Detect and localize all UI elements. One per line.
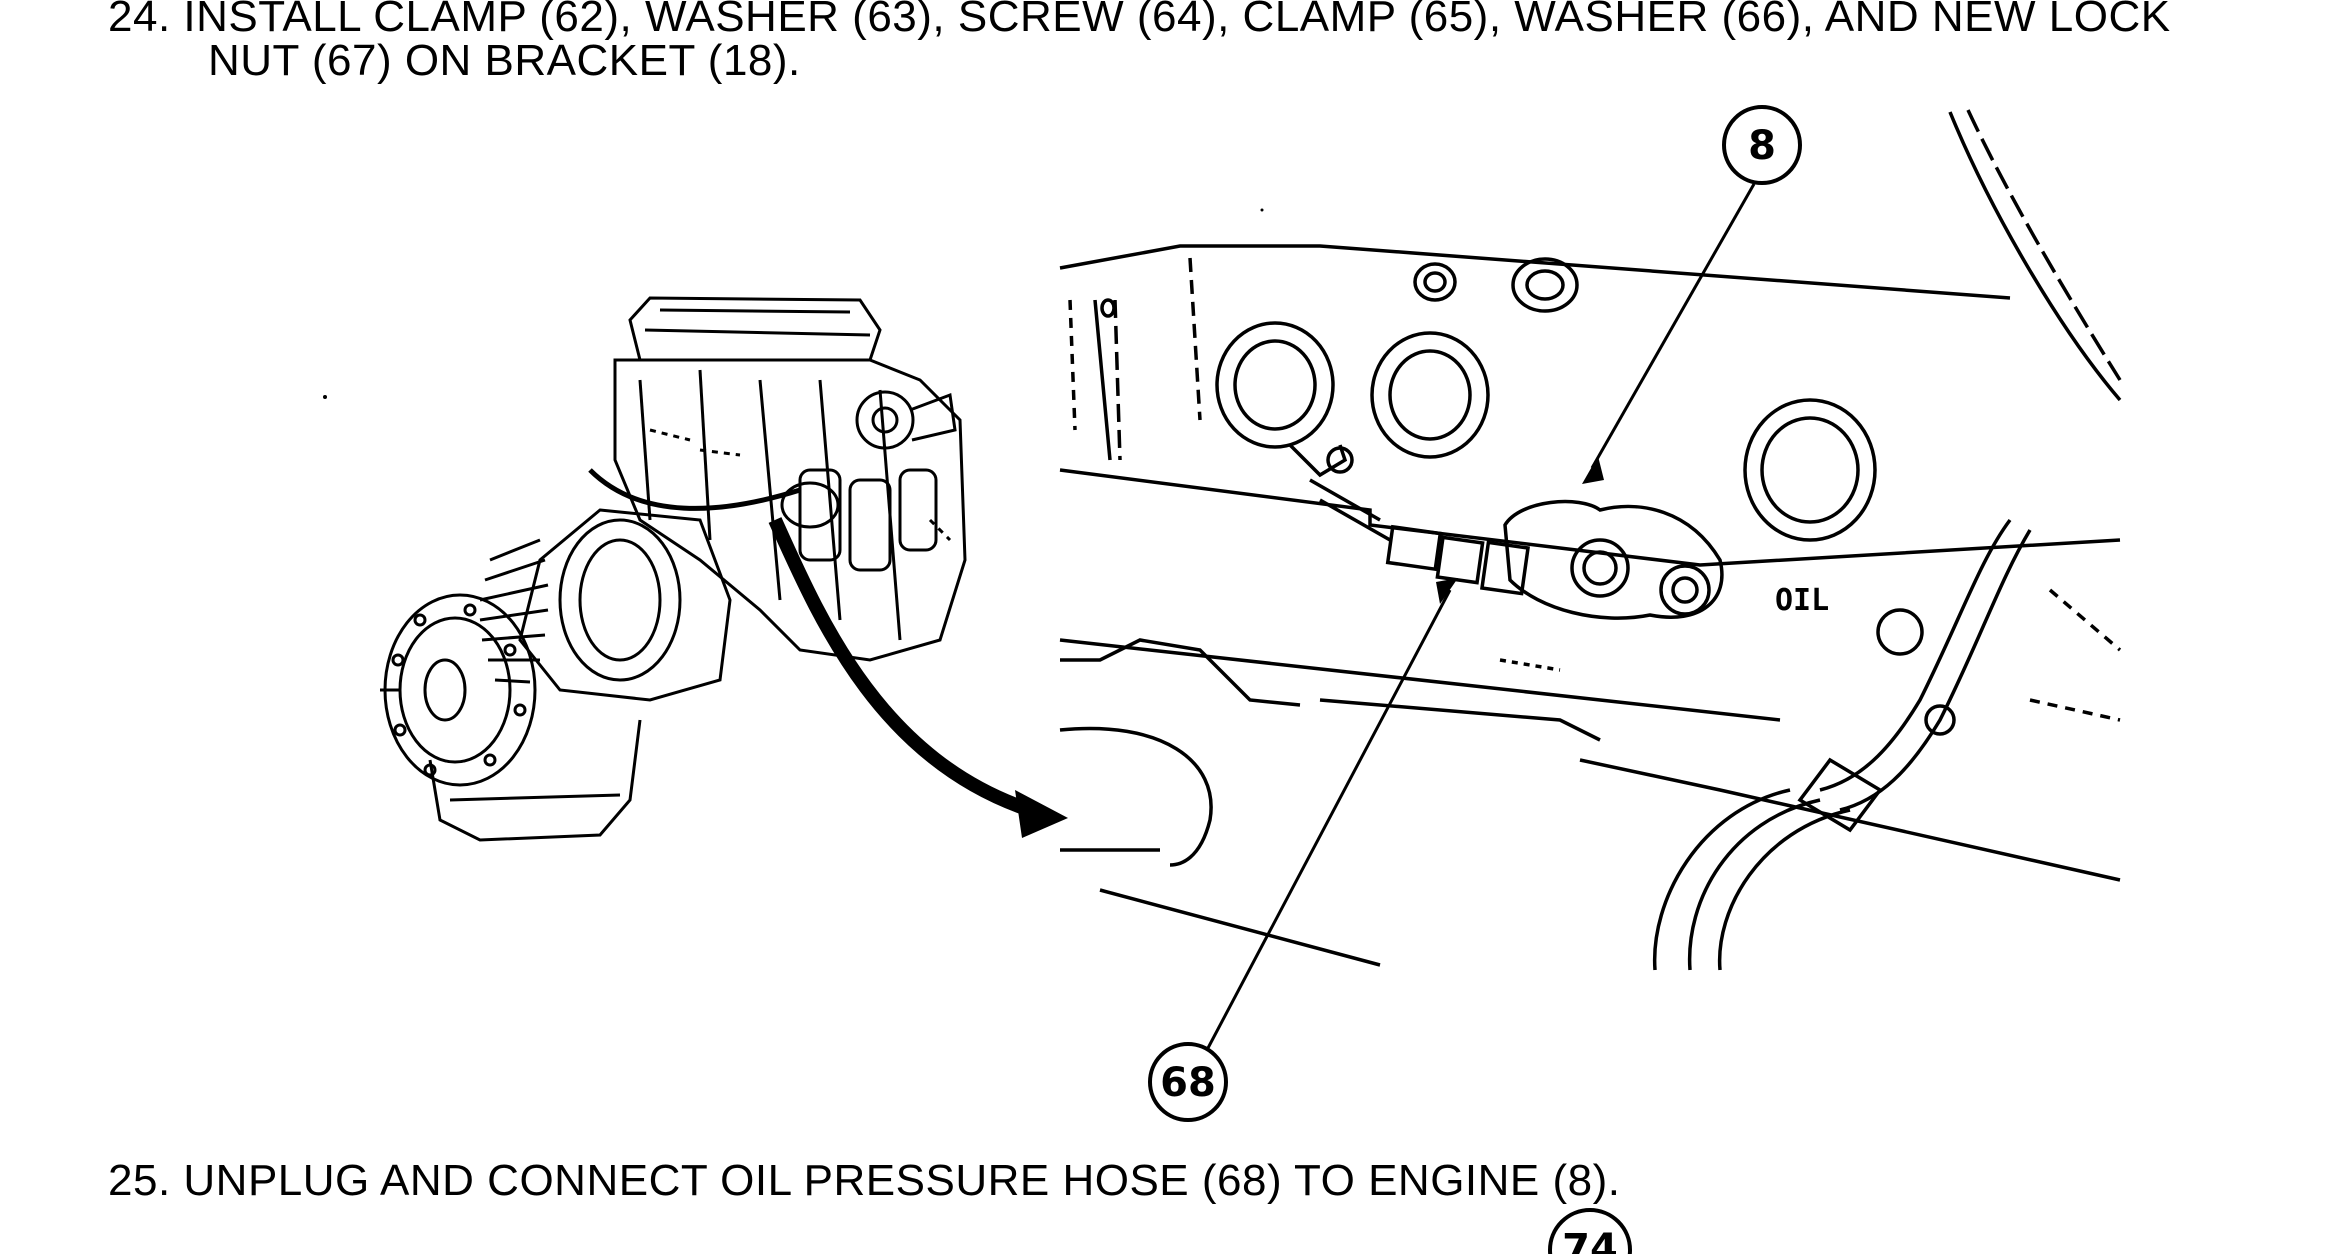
step-24-text-line-2: NUT (67) ON BRACKET (18). xyxy=(208,36,801,85)
callout-68: 68 xyxy=(1148,1042,1228,1122)
detail-arrow xyxy=(768,517,1068,838)
oil-plate-label: OIL xyxy=(1775,583,1829,618)
callout-74: 74 xyxy=(1548,1208,1632,1254)
leader-lines xyxy=(1206,183,1756,1049)
callout-8-label: 8 xyxy=(1748,123,1776,169)
engine-transmission-overview xyxy=(380,296,967,842)
detail-view xyxy=(1059,109,2122,971)
step-25-text: 25. UNPLUG AND CONNECT OIL PRESSURE HOSE… xyxy=(108,1156,1621,1205)
callout-8: 8 xyxy=(1722,105,1802,185)
callout-68-label: 68 xyxy=(1160,1060,1216,1106)
step-24-text-line-1: 24. INSTALL CLAMP (62), WASHER (63), SCR… xyxy=(108,0,2171,41)
callout-74-label: 74 xyxy=(1562,1226,1618,1254)
